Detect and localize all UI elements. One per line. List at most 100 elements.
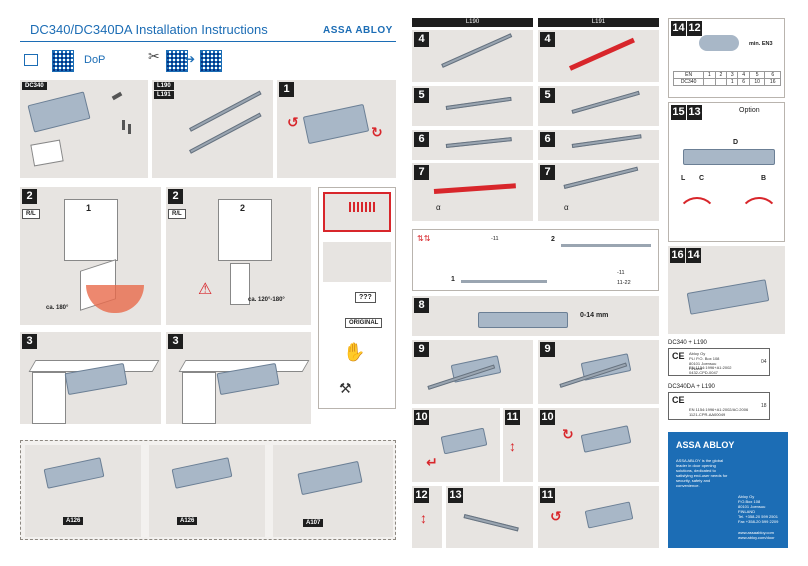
closer-body — [683, 149, 775, 165]
qr-code-icon — [52, 50, 74, 72]
step-number: 4 — [540, 32, 555, 47]
qr-code-icon — [166, 50, 188, 72]
a126-label: A126 — [63, 517, 84, 525]
door-open — [230, 263, 250, 305]
dop-label: DoP — [84, 54, 106, 66]
a126-label: A126 — [177, 517, 198, 525]
forbidden-closer — [323, 192, 391, 232]
step-number: 11 — [540, 488, 555, 503]
arrows-icon: ⇅⇅ — [417, 234, 431, 243]
en-cell: 1 — [726, 78, 739, 86]
en-cell: 10 — [748, 78, 766, 86]
en-header: 5 — [748, 71, 766, 79]
qr-code-icon — [200, 50, 222, 72]
arm-l190 — [189, 90, 262, 132]
step-number: 12 — [687, 21, 702, 36]
option-a126-right: A126 — [149, 445, 265, 537]
red-arrow-icon: ↺ — [550, 508, 562, 524]
speed-arc — [677, 197, 717, 237]
arm — [445, 96, 512, 110]
screw-icon — [111, 91, 123, 101]
step-number: 9 — [414, 342, 429, 357]
step-number: 4 — [414, 32, 429, 47]
step-number: 6 — [540, 132, 555, 147]
option-a126-left: A126 — [25, 445, 141, 537]
step-number: 3 — [22, 334, 37, 349]
closer-body — [297, 460, 363, 496]
adjust-valve — [699, 35, 739, 51]
panel-step-14: 14 12 min. EN3 EN 1 2 3 4 5 6 DC340 1 6 … — [668, 18, 785, 98]
en-cell — [703, 78, 716, 86]
panel-step-12: 12 ↕ — [412, 486, 442, 548]
page-title: DC340/DC340DA Installation Instructions — [30, 22, 268, 37]
panel-warnings: ??? ORIGINAL ✋ ⚒ — [318, 187, 396, 409]
ce-standard: EN 1154:1996+A1:2002/AC:2006 1121-CPR-AA… — [689, 407, 749, 417]
angle-label: ca. 120°-180° — [248, 297, 285, 303]
dimension-label: 11-22 — [617, 280, 631, 286]
panel-step-5-l191: 5 — [538, 86, 659, 126]
screw-icon — [128, 124, 131, 134]
panel-step-3a: 3 — [20, 332, 161, 424]
panel-bracket-options: A126 A126 A107 — [20, 440, 396, 540]
spring-icon — [349, 202, 377, 212]
step-number: 3 — [168, 334, 183, 349]
step-number: 11 — [505, 410, 520, 425]
step-number: 13 — [448, 488, 463, 503]
ce-label-1: CE Abloy Oy PL/ P.O. Box 108 80101 Joens… — [668, 348, 770, 376]
red-arrow-icon: ↵ — [426, 454, 438, 470]
step-number: 2 — [22, 189, 37, 204]
step-number: 10 — [414, 410, 429, 425]
closer-body — [43, 457, 105, 489]
ce-standard: EN 1154:1996+A1:2002 0432-CPD-0047 — [689, 365, 732, 375]
panel-step-1: 1 ↺ ↻ — [277, 80, 396, 178]
panel-step-9-l191: 9 — [538, 340, 659, 404]
door-number: 2 — [240, 203, 246, 213]
arm — [571, 134, 642, 148]
valve-b-label: B — [761, 175, 767, 182]
rl-label: R/L — [168, 209, 186, 219]
min-en3-label: min. EN3 — [749, 41, 773, 47]
step-number: 10 — [540, 410, 555, 425]
panel-step-11-l190: 11 ↕ — [503, 408, 533, 482]
arm — [563, 166, 639, 189]
panel-step-10-l190: 10 ↵ — [412, 408, 500, 482]
panel-step-16: 16 14 — [668, 246, 785, 334]
door-leaf — [182, 372, 216, 424]
screwdriver-icon: ⚒ — [339, 380, 352, 396]
ce-company: Abloy Oy PL/ P.O. Box 108 80101 Joensuu … — [689, 351, 720, 371]
arm — [445, 137, 512, 148]
panel-step-10-l191: 10 ↻ — [538, 408, 659, 482]
ce-year: 04 — [761, 359, 767, 365]
title-rule — [20, 41, 396, 42]
panel-step-6-l190: 6 — [412, 130, 533, 160]
arrow-right-icon: ➔ — [185, 52, 196, 66]
step-number: 6 — [414, 132, 429, 147]
range-label: 0-14 mm — [580, 312, 609, 319]
step-number: 9 — [540, 342, 555, 357]
panel-dc340-parts: DC340 — [20, 80, 148, 178]
door-leaf — [32, 372, 66, 424]
closer-body — [686, 279, 770, 315]
step-number: 14 — [686, 248, 701, 263]
closer-body — [27, 91, 91, 133]
closer-body — [440, 427, 488, 455]
option-a107: A107 — [273, 445, 393, 537]
speed-arc — [739, 197, 779, 237]
step-number: 1 — [279, 82, 294, 97]
en-header: 1 — [703, 71, 716, 79]
hand-icon: ✋ — [343, 342, 366, 362]
step-1-marker: 1 — [451, 276, 455, 283]
en-cell: DC340 — [672, 78, 705, 86]
step-number: 12 — [414, 488, 429, 503]
step-number: 5 — [540, 88, 555, 103]
about-address: Abloy Oy P.O.Box 108 80101 Joensuu FINLA… — [738, 494, 779, 524]
panel-step-6-l191: 6 — [538, 130, 659, 160]
arm-l191 — [189, 112, 262, 154]
ce-title-1: DC340 + L190 — [668, 340, 707, 346]
about-text: ASSA ABLOY is the global leader in door … — [676, 458, 728, 488]
original-label: ORIGINAL — [345, 318, 383, 328]
panel-step-7-l191: 7 α — [538, 163, 659, 221]
valve-d-label: D — [733, 139, 739, 146]
panel-arms-parts: L190 L191 — [152, 80, 273, 178]
arm — [441, 33, 513, 68]
